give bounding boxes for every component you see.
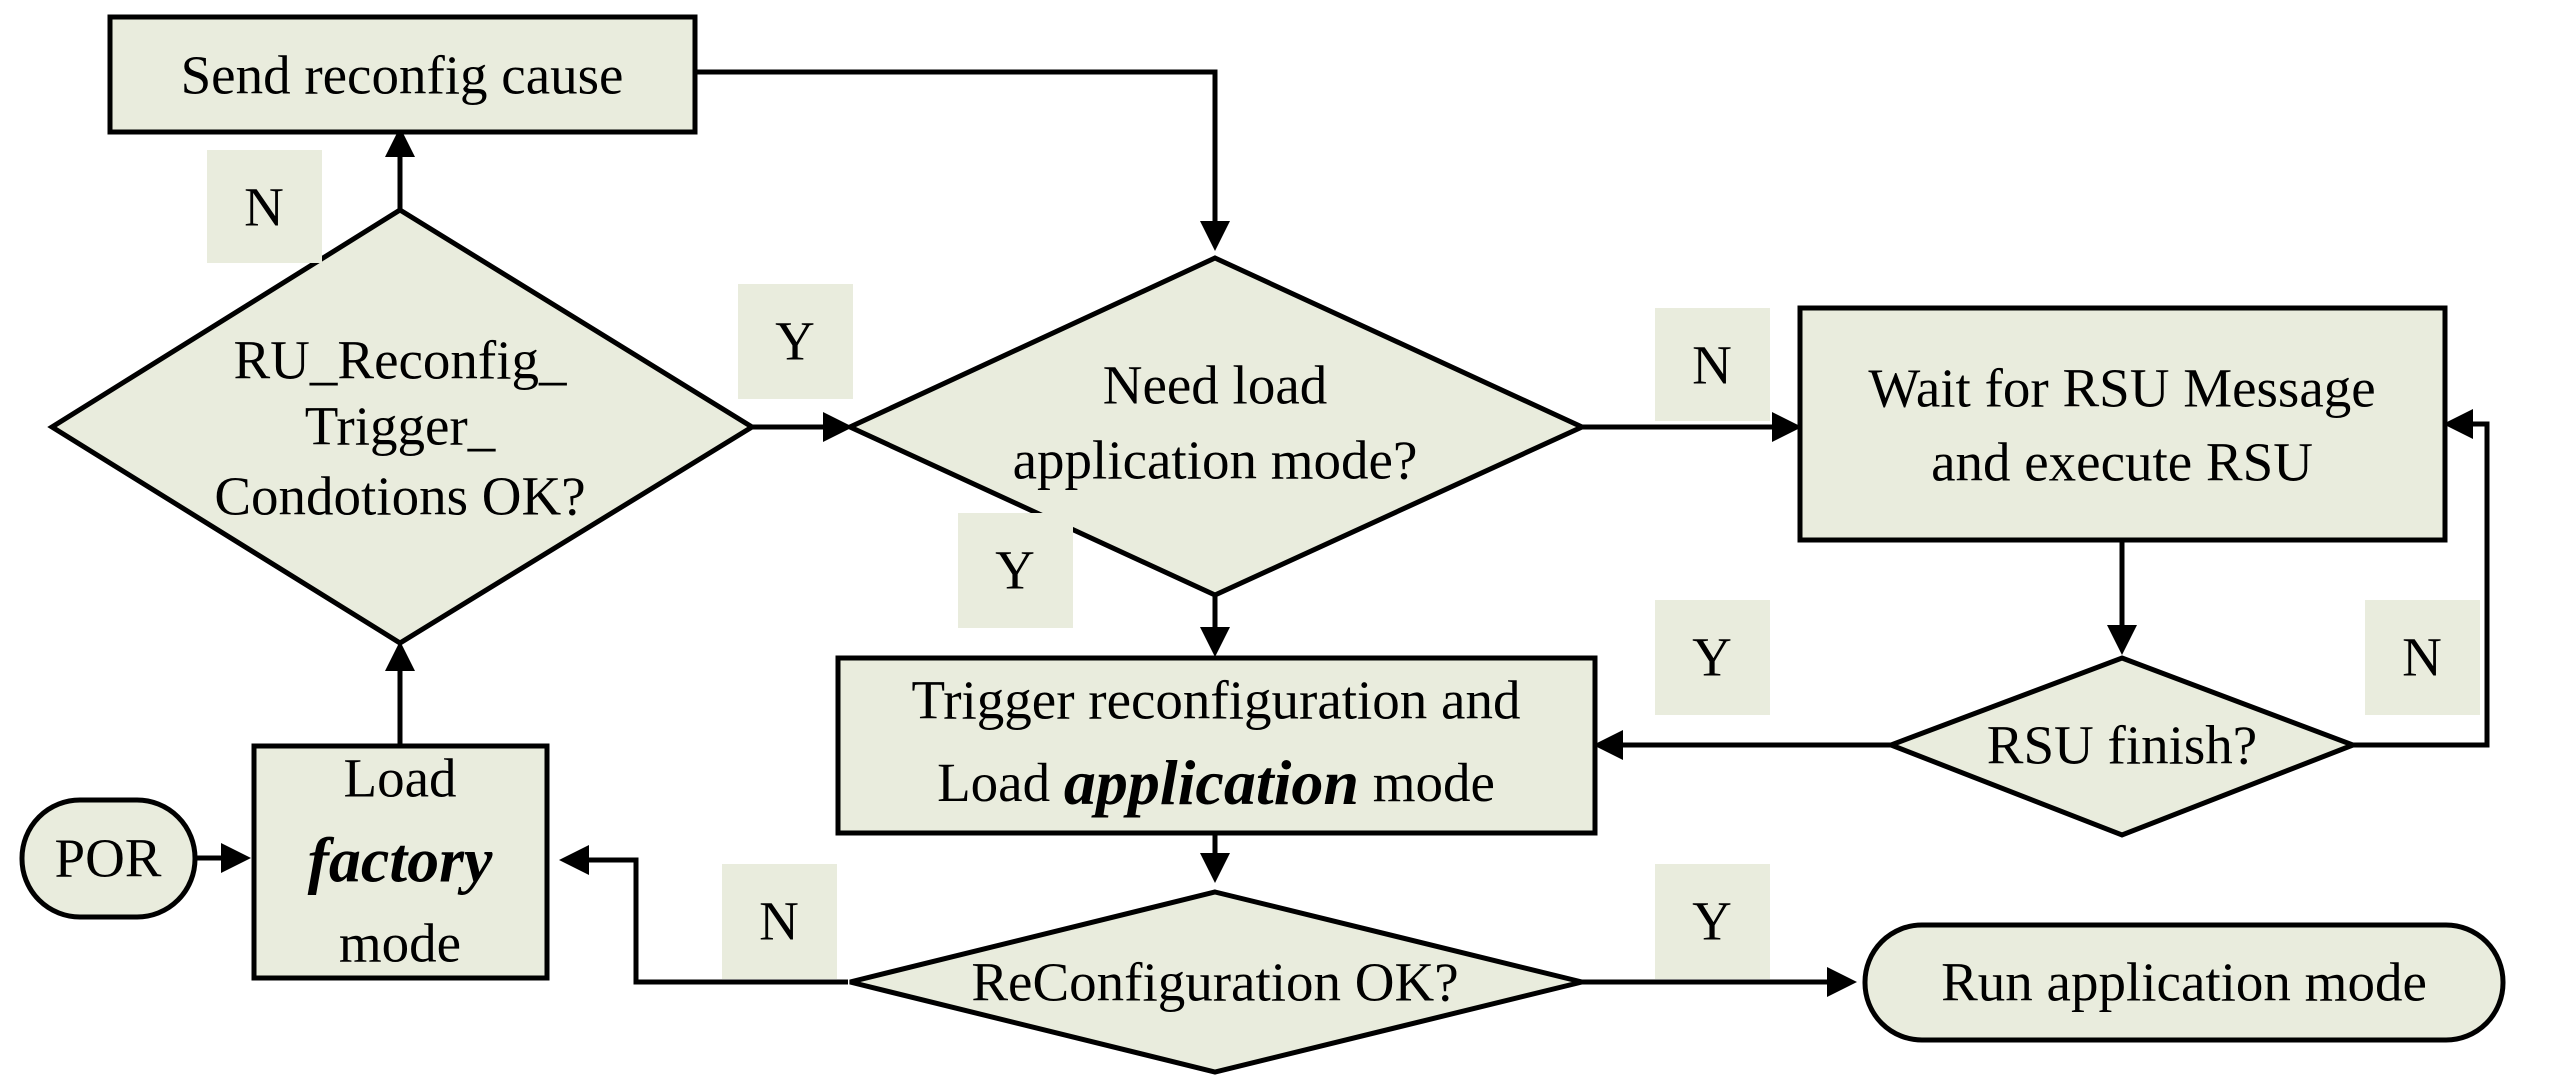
edge-label-need-load-yes: Y — [958, 513, 1073, 628]
send-reconfig-label: Send reconfig cause — [181, 45, 624, 106]
node-wait-rsu: Wait for RSU Message and execute RSU — [1797, 305, 2448, 543]
node-need-load-app: Need load application mode? — [844, 255, 1588, 598]
edge-labels: N Y N Y Y N N Y — [207, 150, 2480, 979]
wait-rsu-line-1: Wait for RSU Message — [1868, 358, 2375, 419]
ru-check-line-3: Condotions OK? — [214, 466, 585, 527]
edge-label-rsu-finish-yes: Y — [1655, 600, 1770, 715]
wait-rsu-line-2: and execute RSU — [1931, 432, 2313, 493]
trigger-line-2-pre: Load — [937, 752, 1064, 813]
trigger-line-1: Trigger reconfiguration and — [912, 670, 1521, 731]
edge-rsu-finish-to-wait-rsu — [2353, 409, 2490, 748]
edge-label-reconfig-ok-yes: Y — [1655, 864, 1770, 979]
need-load-line-2: application mode? — [1013, 430, 1418, 491]
load-factory-line-1: Load — [343, 748, 456, 809]
edge-label-ru-check-yes: Y — [738, 284, 853, 399]
edge-send-reconfig-to-need-load — [695, 69, 1230, 251]
node-por: POR — [19, 797, 198, 920]
edge-label-reconfig-ok-no-text: N — [759, 891, 799, 952]
trigger-line-2-post: mode — [1359, 752, 1495, 813]
edge-reconfig-ok-to-load-factory — [559, 845, 848, 985]
node-run-app: Run application mode — [1862, 922, 2506, 1043]
edges — [195, 69, 2490, 997]
edge-label-reconfig-ok-no: N — [722, 864, 837, 979]
edge-label-need-load-no: N — [1655, 308, 1770, 421]
reconfig-ok-label: ReConfiguration OK? — [971, 952, 1458, 1013]
trigger-line-2: Load application mode — [937, 747, 1495, 818]
run-app-label: Run application mode — [1941, 952, 2427, 1013]
edge-label-rsu-finish-no-text: N — [2402, 627, 2442, 688]
ru-check-line-1: RU_Reconfig_ — [233, 330, 567, 391]
node-send-reconfig-cause: Send reconfig cause — [107, 14, 698, 135]
edge-label-rsu-finish-no: N — [2365, 600, 2480, 715]
need-load-line-1: Need load — [1103, 355, 1328, 416]
load-factory-line-3: mode — [339, 913, 461, 974]
edge-label-ru-check-yes-text: Y — [775, 311, 815, 372]
edge-label-ru-check-no: N — [207, 150, 322, 263]
edge-label-ru-check-no-text: N — [244, 177, 284, 238]
node-rsu-finish: RSU finish? — [1884, 655, 2360, 838]
edge-label-reconfig-ok-yes-text: Y — [1692, 891, 1732, 952]
ru-check-line-2: Trigger_ — [305, 396, 496, 457]
node-load-factory: Load factory mode — [251, 743, 550, 981]
load-factory-line-2: factory — [308, 825, 493, 896]
por-label: POR — [55, 828, 162, 889]
node-trigger-reconfig: Trigger reconfiguration and Load applica… — [835, 655, 1598, 836]
rsu-finish-label: RSU finish? — [1987, 715, 2257, 776]
trigger-line-2-emph: application — [1064, 747, 1359, 818]
edge-label-rsu-finish-yes-text: Y — [1692, 627, 1732, 688]
node-ru-reconfig-check: RU_Reconfig_ Trigger_ Condotions OK? — [47, 207, 757, 646]
edge-label-need-load-no-text: N — [1692, 335, 1732, 396]
edge-label-need-load-yes-text: Y — [995, 540, 1035, 601]
node-reconfig-ok: ReConfiguration OK? — [849, 889, 1583, 1075]
